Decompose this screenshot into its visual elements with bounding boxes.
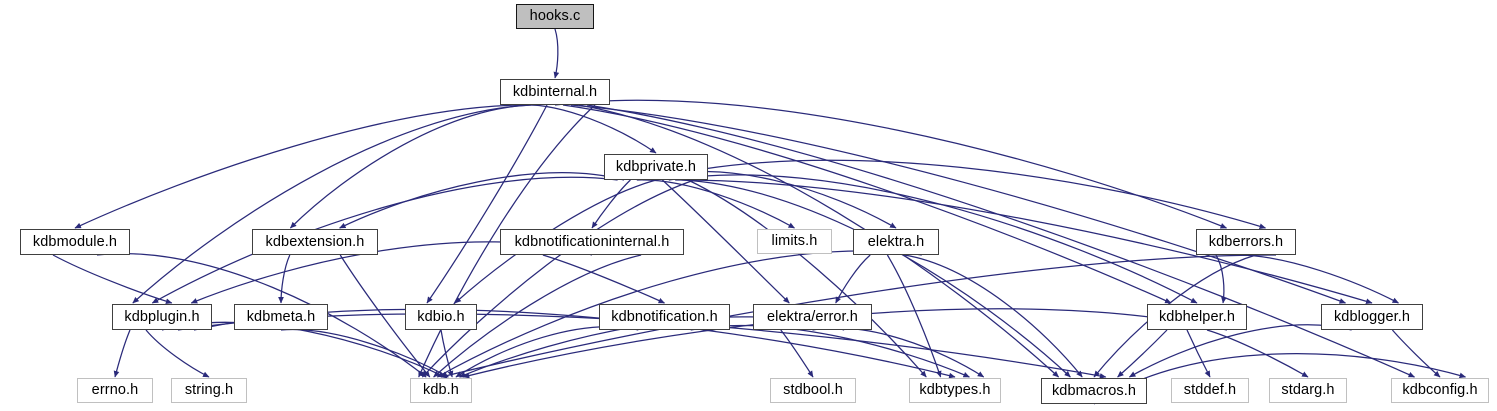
graph-edge (562, 104, 1172, 304)
graph-node-label: kdblogger.h (1333, 308, 1411, 325)
graph-node-label: stdbool.h (783, 382, 843, 399)
graph-edge (1215, 254, 1227, 304)
graph-edge (886, 254, 942, 378)
graph-node-kdbnotificationinternal-h[interactable]: kdbnotificationinternal.h (500, 229, 684, 255)
graph-node-kdbmacros-h[interactable]: kdbmacros.h (1041, 378, 1147, 404)
graph-edge (649, 159, 1266, 229)
graph-edge (904, 254, 1083, 378)
graph-node-label: limits.h (771, 233, 818, 250)
graph-node-stdbool-h[interactable]: stdbool.h (770, 378, 856, 403)
graph-edge (52, 254, 173, 304)
graph-node-hooks-c[interactable]: hooks.c (516, 4, 594, 29)
graph-node-kdbmeta-h[interactable]: kdbmeta.h (234, 304, 328, 330)
graph-edge (835, 254, 871, 304)
graph-node-label: kdbmacros.h (1051, 382, 1137, 399)
graph-node-label: string.h (184, 382, 234, 399)
graph-edge (578, 104, 1060, 378)
graph-node-kdbnotification-h[interactable]: kdbnotification.h (599, 304, 730, 330)
graph-edge (96, 253, 427, 378)
graph-edge (780, 329, 814, 378)
graph-node-kdbinternal-h[interactable]: kdbinternal.h (500, 79, 610, 105)
graph-edge (1128, 324, 1352, 378)
graph-edge (542, 254, 665, 304)
graph-node-kdb-h[interactable]: kdb.h (410, 378, 472, 403)
graph-edge (1235, 254, 1399, 304)
graph-node-errno-h[interactable]: errno.h (77, 378, 153, 403)
graph-node-kdbconfig-h[interactable]: kdbconfig.h (1391, 378, 1489, 403)
graph-node-kdbplugin-h[interactable]: kdbplugin.h (112, 304, 212, 330)
graph-edge (289, 104, 540, 229)
graph-node-label: kdbtypes.h (919, 382, 991, 399)
graph-edge (661, 179, 790, 304)
graph-node-label: elektra/error.h (767, 308, 858, 325)
graph-node-label: elektra.h (867, 233, 925, 250)
graph-node-stdarg-h[interactable]: stdarg.h (1269, 378, 1347, 403)
graph-edge (132, 104, 532, 304)
graph-edge (586, 104, 1415, 378)
graph-edge (440, 254, 1277, 379)
graph-node-label: errno.h (91, 382, 139, 399)
graph-edge (1206, 329, 1309, 378)
graph-node-label: kdbio.h (417, 308, 465, 325)
graph-edge (1391, 329, 1441, 378)
graph-node-kdbio-h[interactable]: kdbio.h (405, 304, 477, 330)
graph-node-kdberrors-h[interactable]: kdberrors.h (1196, 229, 1296, 255)
graph-node-label: kdbnotification.h (611, 308, 718, 325)
graph-node-label: kdberrors.h (1208, 233, 1284, 250)
graph-node-kdbmodule-h[interactable]: kdbmodule.h (20, 229, 130, 255)
graph-node-kdbtypes-h[interactable]: kdbtypes.h (909, 378, 1001, 403)
graph-node-label: kdbextension.h (265, 233, 365, 250)
graph-node-label: kdbinternal.h (512, 83, 598, 100)
graph-edge (278, 254, 291, 304)
graph-node-label: kdbprivate.h (615, 158, 697, 175)
graph-edge (812, 327, 985, 378)
graph-node-label: stddef.h (1183, 382, 1237, 399)
graph-edge (426, 104, 548, 304)
graph-edge (421, 179, 695, 378)
graph-edge (591, 179, 631, 229)
graph-edge (74, 104, 524, 229)
graph-edge (636, 179, 795, 229)
graph-edge (145, 329, 210, 378)
graph-edge (113, 329, 131, 378)
graph-edge (690, 325, 970, 378)
graph-node-kdblogger-h[interactable]: kdblogger.h (1321, 304, 1423, 330)
graph-edge (554, 99, 1227, 229)
graph-node-label: kdbmeta.h (246, 308, 316, 325)
graph-node-label: kdbhelper.h (1158, 308, 1236, 325)
graph-node-label: kdb.h (423, 382, 459, 399)
graph-node-elektra-h[interactable]: elektra.h (853, 229, 939, 255)
graph-edge (418, 104, 596, 378)
graph-node-elektra-error-h[interactable]: elektra/error.h (753, 304, 872, 330)
graph-node-label: kdbplugin.h (124, 308, 200, 325)
graph-edge (339, 172, 625, 229)
graph-edge (151, 176, 618, 304)
graph-node-stddef-h[interactable]: stddef.h (1171, 378, 1249, 403)
graph-edge (1117, 329, 1168, 378)
graph-node-limits-h[interactable]: limits.h (757, 229, 832, 254)
graph-node-kdbprivate-h[interactable]: kdbprivate.h (604, 154, 708, 180)
graph-node-label: stdarg.h (1281, 382, 1335, 399)
graph-edge (553, 28, 560, 79)
graph-edge (675, 179, 1373, 305)
graph-edge (1186, 329, 1211, 378)
graph-edge (687, 179, 927, 378)
graph-node-label: hooks.c (529, 8, 581, 25)
graph-edge (440, 329, 454, 378)
graph-edge (433, 254, 642, 378)
graph-node-label: kdbmodule.h (32, 233, 118, 250)
graph-edge (161, 321, 446, 378)
graph-node-label: kdbnotificationinternal.h (514, 233, 670, 250)
graph-node-label: kdbconfig.h (1402, 382, 1478, 399)
graph-node-kdbhelper-h[interactable]: kdbhelper.h (1147, 304, 1247, 330)
graph-node-string-h[interactable]: string.h (171, 378, 247, 403)
graph-node-kdbextension-h[interactable]: kdbextension.h (252, 229, 378, 255)
